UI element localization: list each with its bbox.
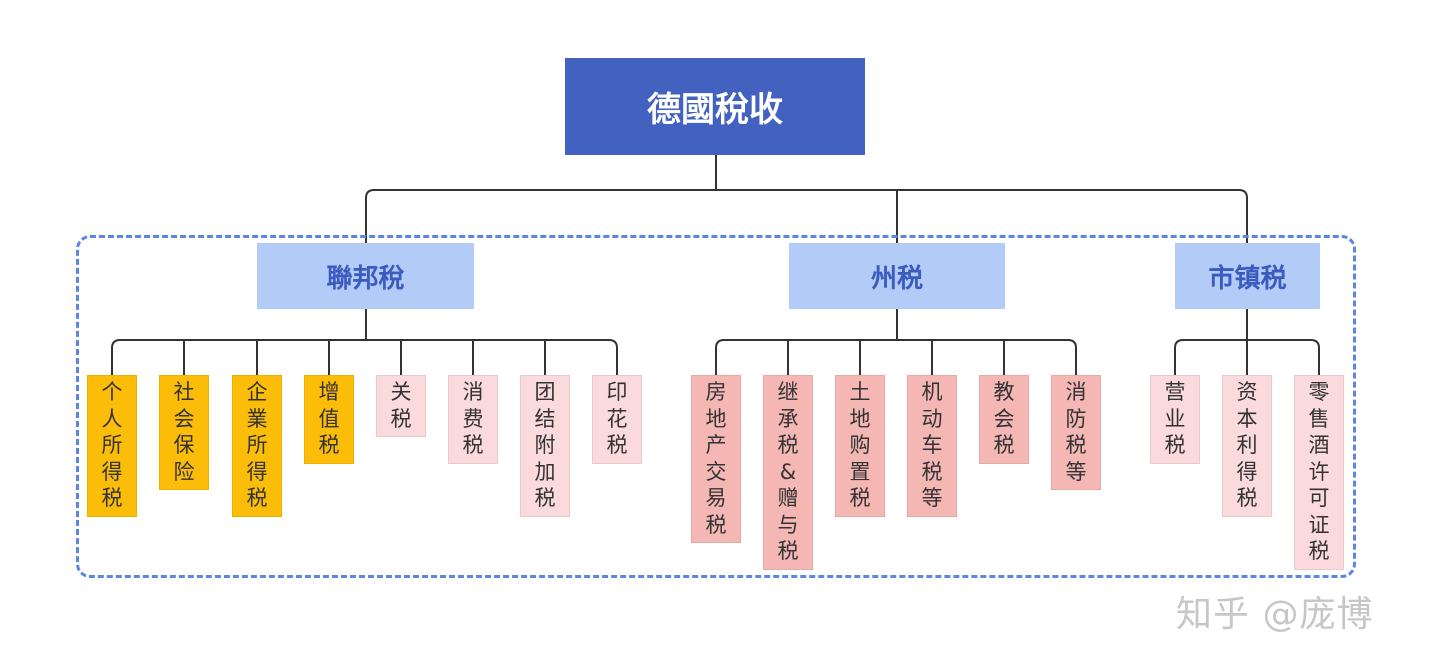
- tax-item-label: 个人所得税: [101, 380, 123, 510]
- tax-item-motor-vehicle-tax: 机动车税等: [907, 375, 957, 517]
- category-federal-tax: 聯邦稅: [257, 243, 474, 309]
- tax-item-consumption-tax: 消费税: [448, 375, 498, 464]
- tax-item-label: 教会税: [993, 380, 1015, 457]
- root-node: 德國稅收: [565, 58, 865, 155]
- tax-item-real-estate-transfer-tax: 房地产交易税: [691, 375, 741, 543]
- watermark: 知乎 @庞博: [1176, 594, 1374, 635]
- tax-item-label: 增值税: [318, 380, 340, 457]
- tax-item-vat: 增值税: [304, 375, 354, 464]
- tax-item-label: 继承税&赠与税: [777, 380, 799, 563]
- tax-item-label: 关税: [390, 380, 412, 431]
- tax-item-land-acquisition-tax: 土地购置税: [835, 375, 885, 517]
- tax-item-label: 团结附加税: [534, 380, 556, 510]
- tax-item-social-insurance: 社会保险: [159, 375, 209, 490]
- tax-item-fire-tax: 消防税等: [1051, 375, 1101, 490]
- tax-item-personal-income-tax: 个人所得税: [87, 375, 137, 517]
- tax-item-business-tax: 营业税: [1150, 375, 1200, 464]
- tax-item-solidarity-surcharge: 团结附加税: [520, 375, 570, 517]
- dashed-group-frame: [76, 235, 1356, 578]
- category-state-tax: 州税: [789, 243, 1005, 309]
- tax-item-label: 零售酒许可证税: [1308, 380, 1330, 563]
- tax-item-stamp-duty: 印花税: [592, 375, 642, 464]
- tax-item-customs-duty: 关税: [376, 375, 426, 437]
- tax-item-liquor-license-tax: 零售酒许可证税: [1294, 375, 1344, 570]
- tax-item-label: 消防税等: [1065, 380, 1087, 484]
- tax-item-corporate-income-tax: 企業所得税: [232, 375, 282, 517]
- category-municipal-tax: 市镇税: [1175, 243, 1320, 309]
- connector-category-bus: [715, 339, 1077, 375]
- tax-item-label: 机动车税等: [921, 380, 943, 510]
- tax-item-church-tax: 教会税: [979, 375, 1029, 464]
- tax-item-label: 消费税: [462, 380, 484, 457]
- tax-item-label: 房地产交易税: [705, 380, 727, 537]
- tax-item-capital-gains-tax: 资本利得税: [1222, 375, 1272, 517]
- tax-item-label: 资本利得税: [1236, 380, 1258, 510]
- tax-item-label: 营业税: [1164, 380, 1186, 457]
- connector-root-bus: [365, 189, 1248, 243]
- connector-category-bus: [111, 339, 618, 375]
- tax-item-label: 印花税: [606, 380, 628, 457]
- tax-item-label: 企業所得税: [246, 380, 268, 510]
- tax-item-inheritance-gift-tax: 继承税&赠与税: [763, 375, 813, 570]
- tax-item-label: 社会保险: [173, 380, 195, 484]
- tax-item-label: 土地购置税: [849, 380, 871, 510]
